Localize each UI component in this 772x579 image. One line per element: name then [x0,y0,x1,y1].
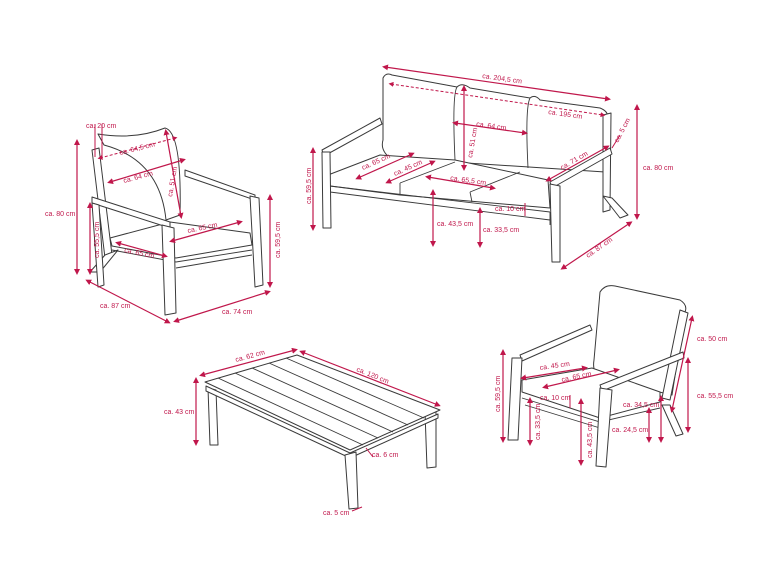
front-left-leg [507,357,523,441]
dim-seat-back-height: ca. 55,5 cm [94,222,101,258]
front-left-leg [207,387,219,446]
right-armrest [184,169,256,201]
armchair-left [89,127,264,316]
dim-seat-back-height: ca. 55,5 cm [697,393,733,400]
dim-armrest-height: ca. 59,5 cm [275,222,282,258]
rear-foot [661,404,684,437]
left-armrest [321,117,383,157]
dim-width: ca. 74 cm [222,309,253,316]
dim-total-height: ca. 80 cm [45,211,76,218]
rear-foot [602,195,629,219]
dim-seat-cushion-width: ca. 65,5 cm [450,175,487,187]
dim-seat-depth-inner: ca. 45 cm [539,361,570,372]
dim-rear-frame-height: ca. 24,5 cm [612,427,648,434]
left-leg [321,151,332,229]
front-right-leg [595,387,613,468]
dim-seat-height: ca. 43,5 cm [437,221,473,228]
dim-armrest-height: ca. 59,5 cm [306,168,313,204]
dim-seat-height: ca. 43,5 cm [587,422,594,458]
right-front-leg [549,183,561,263]
dim-leg-width: ca. 5 cm [323,510,350,517]
dim-rear-seat-height: ca. 34,5 cm [623,402,659,409]
dim-sofa-height: ca. 80 cm [643,165,674,172]
coffee-table [204,354,441,510]
dim-armrest-width: ca. 5 cm [614,117,633,144]
front-left-leg [161,224,177,316]
seat-frame [329,185,551,225]
dim-cushion-width: ca. 64 cm [476,121,507,132]
dim-cushion-thickness: ca. 10 cm [540,395,571,402]
dim-cushion-thickness: ca. 10 cm [495,206,526,213]
dim-armrest-height: ca. 59,5 cm [495,376,502,412]
dim-backrest-thickness: ca. 20 cm [86,123,117,130]
dim-table-height: ca. 43 cm [164,409,195,416]
dim-depth: ca. 87 cm [100,303,131,310]
dim-back-width: ca. 64 cm [123,170,154,185]
dim-frame-height: ca. 33,5 cm [535,404,542,440]
left-armrest [519,324,593,362]
apron [205,385,439,459]
dim-tabletop-thickness: ca. 6 cm [372,452,399,459]
dim-frame-height: ca. 33,5 cm [483,227,519,234]
front-right-leg [344,451,359,510]
dim-sofa-back-width: ca. 195 cm [548,109,583,121]
dim-sofa-depth: ca. 87 cm [585,236,614,259]
back-right-leg [249,195,264,288]
dim-back-height: ca. 50 cm [697,336,728,343]
